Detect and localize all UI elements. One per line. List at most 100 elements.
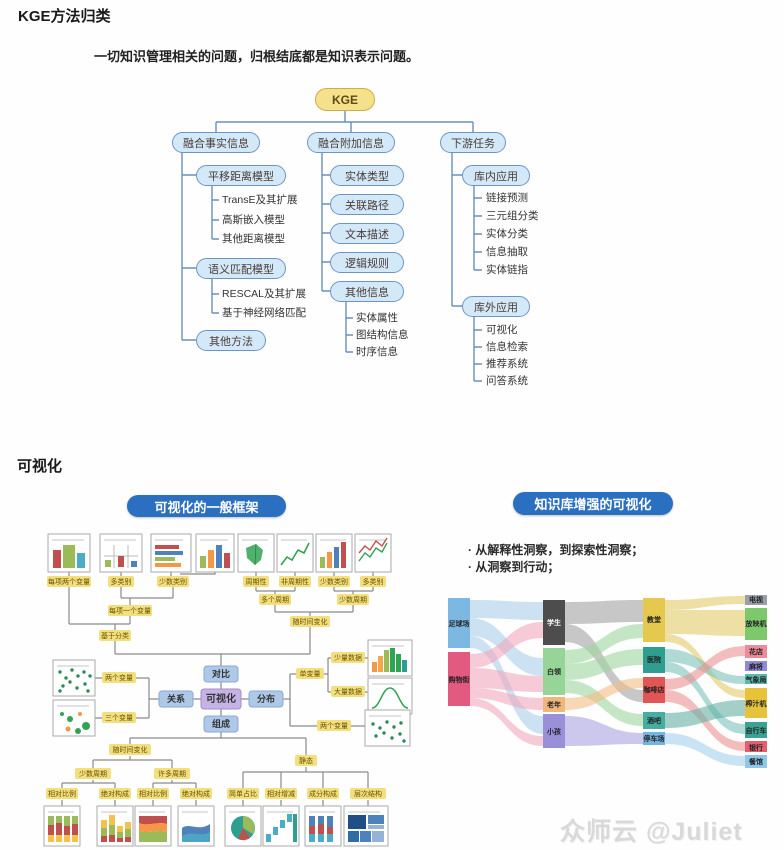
thumb-variable-width-bar-chart — [47, 533, 91, 573]
svg-text:简单占比: 简单占比 — [229, 789, 257, 798]
sankey-label: 购物街 — [449, 675, 470, 684]
flow-label-many-periods: 多个周期 — [259, 594, 291, 605]
svg-text:两个变量: 两个变量 — [320, 721, 348, 730]
sankey-label: 自行车 — [746, 726, 767, 735]
flow-label-static: 静态 — [295, 755, 317, 766]
flow-label-few-periods-comp: 少数周期 — [75, 768, 111, 779]
flow-label-few-periods: 少数周期 — [337, 594, 369, 605]
tree-leaf: 基于神经网络匹配 — [222, 307, 306, 319]
flow-label-absolute-b: 绝对构成 — [180, 788, 212, 799]
svg-text:少量数据: 少量数据 — [334, 653, 362, 662]
svg-text:非周期性: 非周期性 — [281, 577, 309, 586]
svg-text:静态: 静态 — [299, 756, 313, 765]
tree-node-other-methods: 其他方法 — [196, 330, 266, 351]
svg-text:单变量: 单变量 — [300, 669, 321, 678]
sankey-label: 小孩 — [546, 727, 561, 736]
sankey-label: 麻将 — [748, 662, 763, 671]
thumb-scatter-plot-2 — [364, 709, 411, 747]
sankey-label: 气象局 — [745, 675, 767, 684]
svg-text:可视化: 可视化 — [206, 692, 236, 705]
svg-text:周期性: 周期性 — [246, 577, 267, 586]
sankey-label: 放映机 — [745, 619, 767, 628]
thumb-waterfall-chart — [262, 805, 300, 847]
sankey-label: 咖啡店 — [644, 685, 665, 694]
svg-text:随时间变化: 随时间变化 — [293, 617, 328, 626]
flow-label-category-based: 基于分类 — [99, 630, 131, 641]
svg-text:每项两个变量: 每项两个变量 — [48, 577, 90, 586]
tree-leaf: 推荐系统 — [486, 358, 528, 370]
svg-text:许多周期: 许多周期 — [158, 769, 186, 778]
sankey-label: 医院 — [647, 655, 661, 664]
tree-leaf: 图结构信息 — [356, 329, 409, 341]
svg-text:多类别: 多类别 — [363, 577, 384, 586]
sankey-label: 酒吧 — [647, 716, 661, 725]
thumb-column-chart-2 — [315, 533, 353, 573]
thumb-stacked-area — [177, 805, 215, 847]
thumb-stacked-bar — [96, 805, 134, 847]
flow-label-relative-b: 相对比例 — [137, 788, 169, 799]
section-title-visualization: 可视化 — [17, 458, 63, 475]
sankey-nodes — [448, 595, 767, 768]
kb-enhanced-sankey: 足球场 购物街 学生 白领 老年 小孩 教堂 医院 咖啡店 酒吧 停车场 电视 … — [448, 595, 767, 768]
tree-branch-fact-info: 融合事实信息 — [172, 132, 260, 153]
thumb-treemap — [343, 805, 389, 847]
tree-branch-downstream: 下游任务 — [440, 132, 506, 153]
svg-text:少数类别: 少数类别 — [320, 577, 348, 586]
tree-leaf: 可视化 — [486, 324, 518, 336]
sankey-label: 银行 — [749, 743, 763, 752]
flow-label-two-variables: 两个变量 — [102, 672, 136, 683]
thumb-radar-chart — [237, 533, 275, 573]
flow-label-component-composition: 成分构成 — [307, 788, 339, 799]
svg-text:绝对构成: 绝对构成 — [101, 789, 129, 798]
svg-text:少数类别: 少数类别 — [159, 577, 187, 586]
flow-label-two-vars-per-item: 每项两个变量 — [47, 576, 91, 587]
svg-text:随时间变化: 随时间变化 — [113, 745, 148, 754]
bullet-insight-1: · 从解释性洞察，到探索性洞察； — [468, 543, 644, 557]
bullet-insight-2: · 从洞察到行动； — [468, 560, 560, 574]
banner-general-framework: 可视化的一般框架 — [127, 495, 286, 517]
svg-text:每项一个变量: 每项一个变量 — [109, 606, 151, 615]
tree-leaf: 其他距离模型 — [222, 233, 285, 245]
tree-node-logic-rules: 逻辑规则 — [330, 252, 404, 273]
sankey-ribbons — [470, 596, 745, 766]
flow-label-hierarchy: 层次结构 — [350, 788, 386, 799]
svg-text:大量数据: 大量数据 — [334, 687, 362, 696]
thumb-horizontal-bar-chart — [150, 533, 192, 573]
flow-node-compare: 对比 — [203, 665, 239, 683]
flow-label-few-categories: 少数类别 — [157, 576, 189, 587]
thumb-histogram — [367, 639, 413, 677]
tree-branch-extra-info: 融合附加信息 — [307, 132, 395, 153]
tree-leaf: 实体属性 — [356, 312, 398, 324]
thumb-bubble-chart — [52, 699, 96, 737]
sankey-label: 教堂 — [646, 615, 661, 624]
tree-node-out-kb-apps: 库外应用 — [462, 296, 530, 317]
tree-leaf: RESCAL及其扩展 — [222, 288, 307, 300]
svg-text:基于分类: 基于分类 — [101, 631, 129, 640]
sankey-label: 学生 — [547, 618, 561, 627]
thumb-multi-line-chart — [354, 533, 392, 573]
svg-text:绝对构成: 绝对构成 — [182, 789, 210, 798]
sankey-label: 榨汁机 — [745, 699, 767, 708]
flow-label-one-var-per-item: 每项一个变量 — [108, 605, 152, 616]
tree-node-text-description: 文本描述 — [330, 223, 404, 244]
flow-node-distribution: 分布 — [248, 690, 284, 708]
flow-label-many-categories: 多类别 — [108, 576, 134, 587]
flow-label-non-cyclical: 非周期性 — [279, 576, 311, 587]
thumb-bell-curve — [367, 677, 413, 715]
sankey-label: 老年 — [546, 700, 561, 709]
svg-text:成分构成: 成分构成 — [309, 789, 337, 798]
flow-node-composition: 组成 — [203, 715, 239, 733]
watermark-cn: 众师云 — [560, 818, 639, 846]
thumb-pie-chart — [224, 805, 262, 847]
sankey-label: 白领 — [547, 667, 561, 676]
tree-node-other-info: 其他信息 — [330, 281, 404, 302]
flow-node-relation: 关系 — [158, 690, 194, 708]
flow-label-few-categories-2: 少数类别 — [318, 576, 350, 587]
tree-leaf: 三元组分类 — [486, 210, 539, 222]
sankey-label: 停车场 — [644, 734, 665, 743]
flowchart-lines — [61, 572, 374, 806]
page-subtitle: 一切知识管理相关的问题，归根结底都是知识表示问题。 — [94, 49, 420, 64]
tree-node-semantic-models: 语义匹配模型 — [196, 258, 286, 279]
flow-label-cyclical: 周期性 — [243, 576, 269, 587]
